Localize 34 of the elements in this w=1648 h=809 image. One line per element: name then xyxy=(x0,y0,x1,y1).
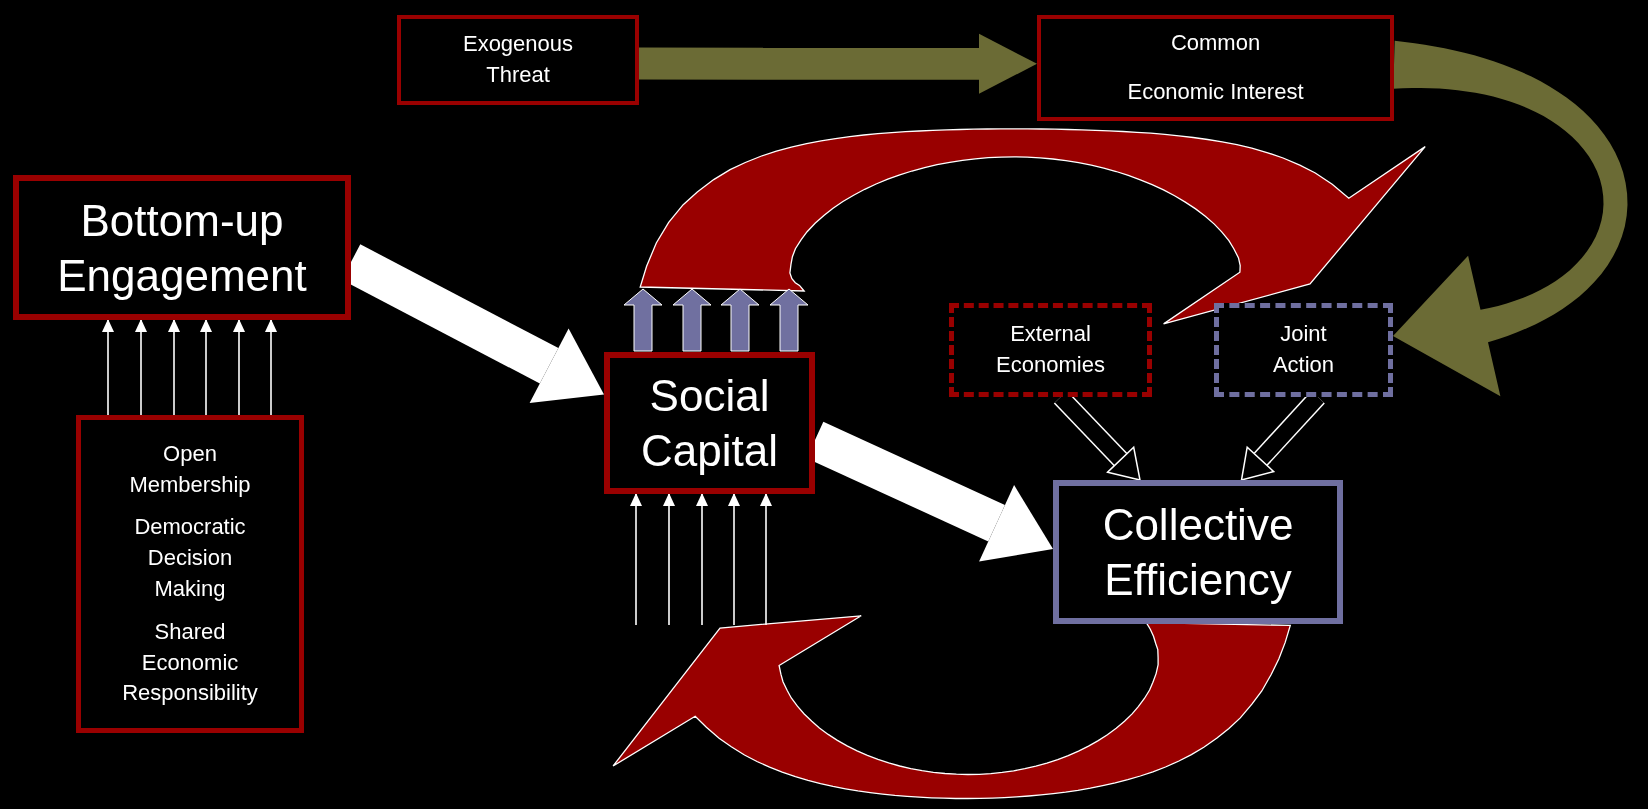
box-label: Social Capital xyxy=(640,370,779,477)
box-label: Open Membership xyxy=(128,439,252,499)
box-label: Common xyxy=(1170,29,1261,58)
process-box xyxy=(76,415,304,733)
arrow xyxy=(760,493,772,626)
arrow xyxy=(200,319,212,416)
process-box xyxy=(397,15,639,105)
dashed-box xyxy=(1214,303,1393,397)
block-arrow xyxy=(612,615,1292,800)
arrow xyxy=(168,319,180,416)
box-label: Economic Interest xyxy=(1127,78,1304,106)
block-arrow xyxy=(1393,40,1628,397)
block-arrow xyxy=(639,33,1037,94)
arrow xyxy=(233,319,245,416)
arrow xyxy=(102,319,114,416)
process-box xyxy=(13,175,351,320)
arrow xyxy=(630,493,642,626)
box-label: External Economies xyxy=(995,320,1106,379)
box-label: Exogenous Threat xyxy=(461,30,575,89)
arrow xyxy=(728,493,740,626)
process-box xyxy=(604,352,815,494)
arrow xyxy=(135,319,147,416)
process-box xyxy=(1037,15,1394,121)
box-label: Collective Efficiency xyxy=(1101,499,1295,606)
arrow xyxy=(265,319,277,416)
box-label: Joint Action xyxy=(1271,320,1336,379)
process-box xyxy=(1053,480,1343,624)
block-arrow xyxy=(623,128,1426,352)
dashed-box xyxy=(949,303,1152,397)
box-label: Democratic Decision Making xyxy=(133,513,247,603)
arrow xyxy=(663,493,675,626)
arrow xyxy=(696,493,708,626)
box-label: Shared Economic Responsibility xyxy=(121,617,259,708)
box-label: Bottom-up Engagement xyxy=(56,194,308,302)
